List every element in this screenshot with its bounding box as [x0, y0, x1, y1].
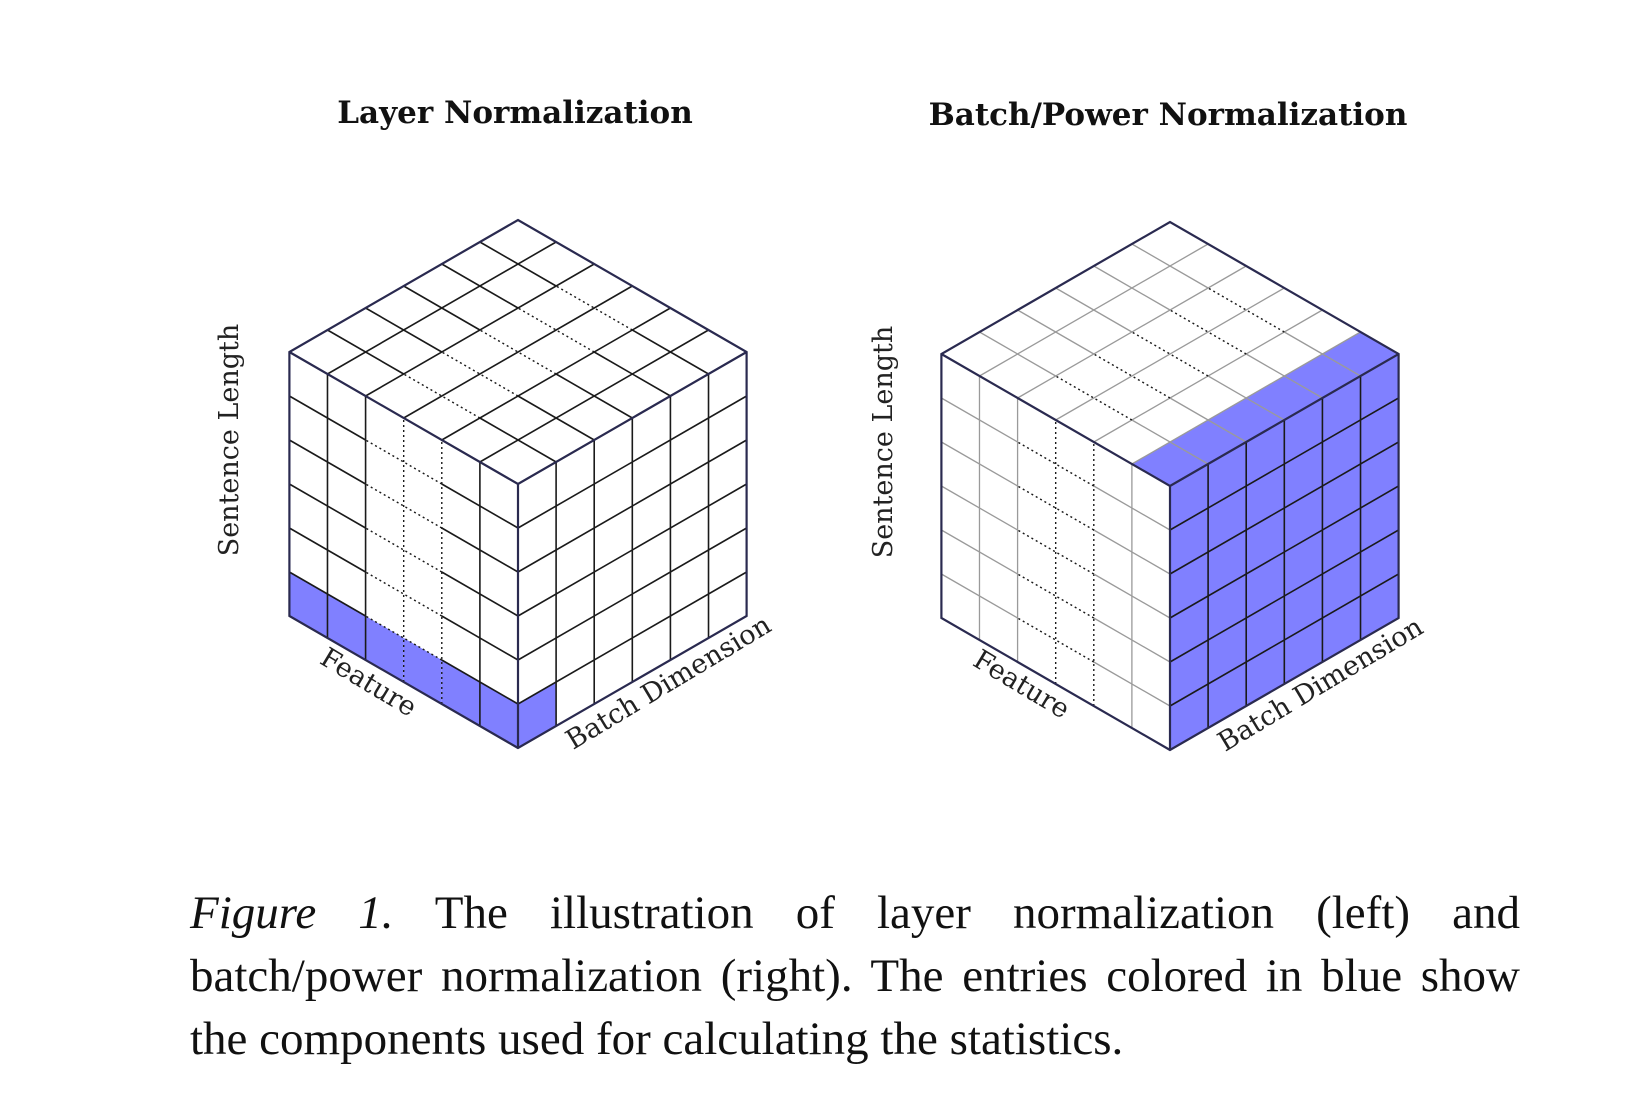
highlight-cell: [441, 660, 480, 726]
grid-line: [441, 483, 519, 529]
grid-line: [479, 241, 557, 287]
batch-power-normalization-cube: [940, 220, 1400, 752]
layer-normalization-cube: [288, 218, 748, 750]
grid-line: [941, 485, 1018, 531]
grid-line: [403, 285, 481, 331]
grid-line: [1169, 397, 1247, 443]
grid-line: [1093, 661, 1171, 707]
highlight-cell: [1131, 442, 1209, 486]
grid-line: [1093, 485, 1171, 531]
grid-line: [479, 417, 557, 463]
highlight-cell: [1322, 332, 1399, 376]
grid-line: [1017, 573, 1095, 619]
grid-line: [1093, 617, 1171, 663]
highlight-cell: [327, 594, 366, 660]
grid-line: [1093, 265, 1171, 311]
left-sentence-length-label: Sentence Length: [214, 324, 245, 557]
grid-line: [1017, 617, 1095, 663]
grid-line: [441, 659, 519, 705]
cube-top-edges: [288, 351, 748, 486]
left-batch-dimension-label: Batch Dimension: [561, 609, 777, 756]
grid-line: [593, 351, 671, 397]
grid-line: [288, 527, 366, 573]
grid-line: [1169, 441, 1400, 575]
grid-line: [441, 571, 519, 617]
grid-line: [631, 329, 709, 375]
grid-line: [1093, 573, 1171, 619]
grid-line: [288, 395, 366, 441]
grid-line: [941, 441, 1018, 487]
grid-line: [1207, 375, 1285, 421]
grid-line: [555, 373, 633, 419]
grid-line: [1245, 353, 1323, 399]
grid-line: [1169, 529, 1400, 663]
grid-line: [403, 285, 633, 419]
grid-line: [288, 483, 366, 529]
grid-line: [979, 331, 1057, 377]
grid-line: [1283, 331, 1361, 377]
grid-line: [941, 397, 1018, 443]
grid-line: [1017, 309, 1095, 355]
grid-line: [1055, 287, 1133, 333]
grid-line: [288, 439, 366, 485]
grid-line: [1169, 397, 1400, 531]
grid-line: [517, 483, 748, 617]
grid-line: [517, 395, 595, 441]
cube-top-edges: [940, 353, 1400, 488]
grid-line: [441, 263, 519, 309]
grid-line: [1169, 573, 1400, 707]
grid-line: [941, 573, 1018, 619]
figure-caption: Figure 1. The illustration of layer norm…: [190, 882, 1520, 1071]
grid-line: [441, 527, 519, 573]
grid-line: [288, 571, 366, 617]
highlight-cell: [289, 572, 328, 638]
grid-line: [517, 395, 748, 529]
caption-text: The illustration of layer normalization …: [190, 887, 1520, 1065]
grid-line: [1093, 529, 1171, 575]
grid-line: [1055, 287, 1285, 421]
grid-line: [327, 329, 405, 375]
highlight-cell: [479, 682, 518, 748]
right-sentence-length-label: Sentence Length: [868, 326, 899, 559]
grid-line: [365, 571, 443, 617]
batch-power-normalization-title: Batch/Power Normalization: [929, 97, 1408, 133]
grid-line: [1131, 419, 1209, 465]
grid-line: [365, 307, 443, 353]
figure-label: Figure 1.: [190, 887, 394, 939]
grid-line: [517, 527, 748, 661]
grid-line: [1169, 485, 1400, 619]
layer-normalization-title: Layer Normalization: [337, 95, 693, 131]
grid-line: [941, 529, 1018, 575]
grid-line: [517, 439, 748, 573]
highlight-cell: [365, 616, 404, 682]
grid-line: [441, 615, 519, 661]
grid-line: [517, 571, 748, 705]
cube-outline: [288, 218, 748, 750]
grid-line: [1131, 243, 1209, 289]
figure: Layer Normalization Batch/Power Normaliz…: [214, 95, 1429, 758]
normalization-cubes-illustration: Layer Normalization Batch/Power Normaliz…: [214, 95, 1429, 758]
cube-outline: [940, 220, 1400, 752]
